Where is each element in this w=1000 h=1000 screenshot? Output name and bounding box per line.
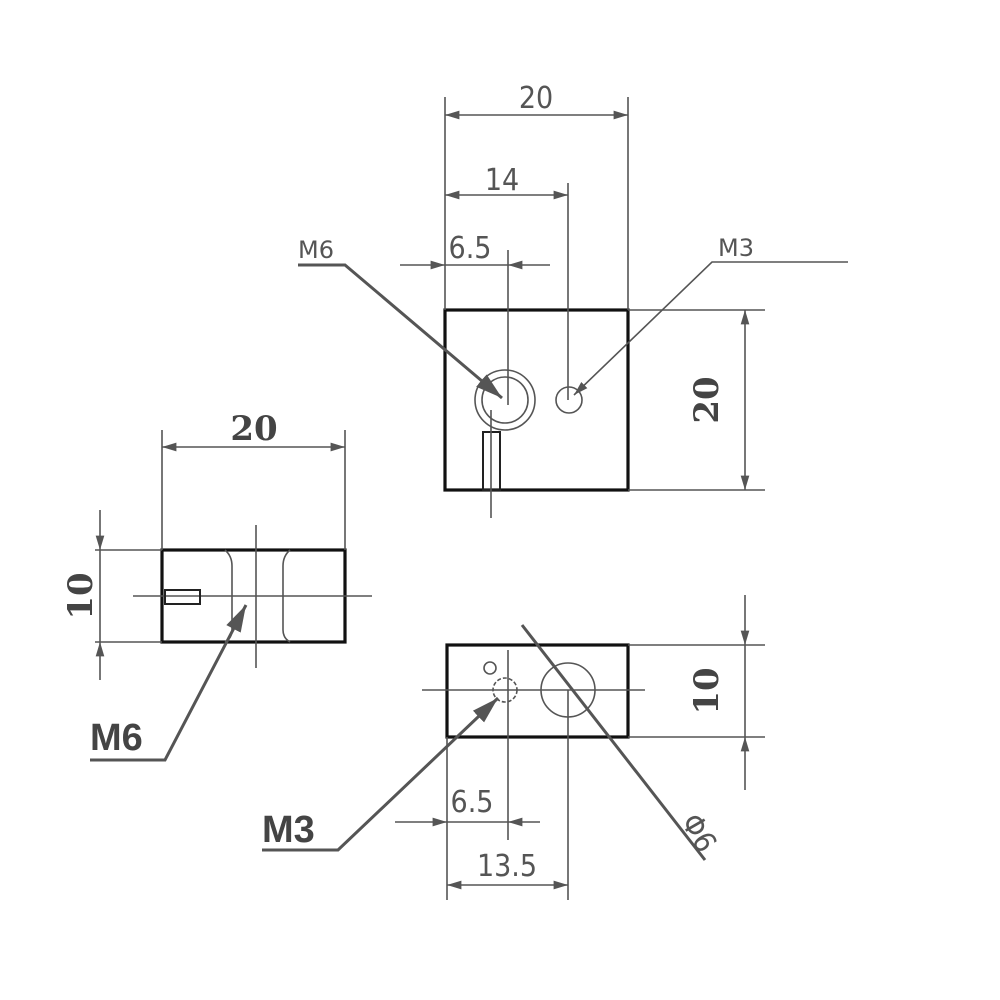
m3-label: M3 (718, 234, 754, 262)
top-view-outline (443, 308, 630, 492)
phi6-leader (520, 624, 707, 861)
m3-hole-bottom (492, 677, 518, 703)
bottom-m3-leader (262, 696, 500, 852)
bottom-view-outline (445, 643, 630, 739)
m6-leader (298, 263, 503, 400)
side-height-label: 10 (61, 572, 101, 619)
m6-hole-inner (481, 376, 529, 424)
side-width-label: 20 (230, 409, 277, 449)
side-m6-label: M6 (90, 717, 143, 759)
m6-offset-label: 6.5 (449, 231, 492, 266)
bottom-height-label: 10 (687, 667, 727, 714)
side-m6-leader (90, 604, 248, 762)
top-height-label: 20 (687, 376, 727, 423)
top-width-label: 20 (519, 81, 553, 116)
bottom-m3-label: M3 (262, 809, 315, 851)
m3-offset-label: 14 (485, 163, 519, 198)
m3-hole (555, 386, 583, 414)
phi6-hole (540, 662, 596, 718)
top-view: 20 14 6.5 M6 M3 20 (298, 81, 848, 518)
small-hole (483, 661, 497, 675)
m6-label: M6 (298, 236, 334, 264)
hole-offset-label: 13.5 (477, 849, 537, 884)
m6-hole-outer (474, 369, 536, 431)
bottom-m3-offset-label: 6.5 (451, 785, 494, 820)
side-slot (164, 589, 201, 605)
phi6-label: Φ6 (673, 808, 723, 859)
thread-line-right (282, 549, 291, 643)
side-view: 20 10 M6 (61, 409, 372, 762)
m3-leader (573, 261, 848, 396)
